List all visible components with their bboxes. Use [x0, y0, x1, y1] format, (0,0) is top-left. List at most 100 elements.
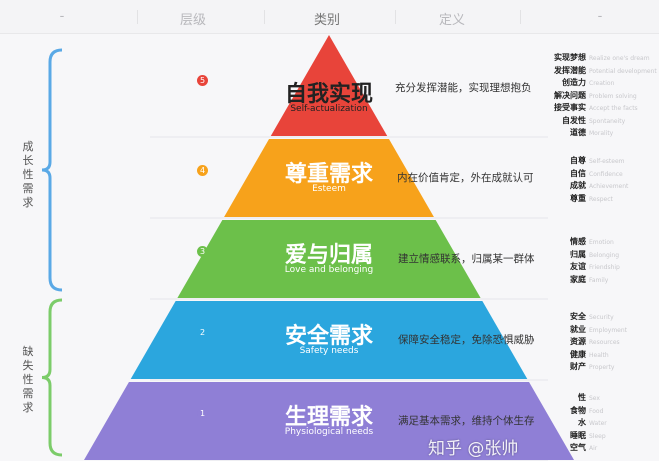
header-right: -: [597, 9, 603, 24]
keyword-en: Achievement: [589, 183, 629, 190]
keyword-cn: 接受事实: [554, 103, 586, 112]
level-title: 生理需求: [284, 405, 374, 430]
group-label: 成长性需求: [22, 140, 34, 209]
pyramid-level-5: [270, 35, 388, 136]
keyword-cn: 友谊: [570, 262, 586, 271]
keyword-cn: 归属: [570, 249, 586, 259]
level-subtitle: Safety needs: [299, 346, 359, 356]
keyword-en: Sleep: [589, 432, 606, 440]
keyword-en: Problem solving: [589, 92, 637, 100]
keyword-en: Friendship: [589, 264, 620, 271]
level-definition: 满足基本需求，维持个体生存: [398, 415, 535, 427]
keyword-en: Creation: [589, 80, 615, 87]
keyword-cn: 性: [578, 393, 586, 403]
keyword-cn: 成就: [570, 181, 586, 190]
keyword-cn: 道德: [570, 128, 586, 137]
keyword-en: Emotion: [589, 239, 614, 246]
level-title: 自我实现: [284, 81, 374, 107]
deficiency-needs-bracket: [41, 298, 63, 457]
pyramid-level-4: [224, 139, 434, 217]
keyword-en: Water: [589, 420, 607, 428]
level-title: 尊重需求: [284, 162, 374, 187]
keyword-en: Employment: [589, 326, 628, 334]
keyword-en: Resources: [589, 339, 620, 347]
keyword-en: Air: [589, 445, 598, 453]
keyword-cn: 就业: [570, 324, 586, 334]
keyword-en: Health: [589, 351, 609, 359]
level-definition: 保障安全稳定，免除恐惧威胁: [398, 334, 535, 346]
keyword-cn: 水: [578, 418, 586, 428]
keyword-cn: 尊重: [570, 193, 586, 203]
keyword-cn: 解决问题: [554, 90, 586, 100]
keyword-cn: 健康: [570, 349, 586, 359]
keyword-cn: 安全: [570, 312, 586, 322]
level-subtitle: Self-actualization: [290, 103, 368, 114]
keyword-cn: 自信: [570, 168, 586, 178]
pyramid-level-2: [130, 301, 528, 379]
level-title: 爱与归属: [284, 243, 374, 268]
header-left: -: [59, 9, 65, 24]
keyword-en: Belonging: [589, 251, 620, 259]
keyword-cn: 自发性: [562, 115, 586, 125]
keyword-cn: 家庭: [570, 274, 586, 284]
level-number-badge: 3: [197, 246, 208, 257]
header-bar: - 层级 类别 定义 -: [0, 0, 659, 34]
level-title: 安全需求: [284, 324, 374, 349]
header-level: 层级: [179, 13, 207, 28]
level-number-badge: 1: [197, 408, 208, 419]
keyword-en: Property: [589, 364, 615, 372]
level-definition: 建立情感联系，归属某一群体: [398, 253, 535, 265]
keyword-en: Sex: [589, 395, 600, 403]
keyword-en: Respect: [589, 195, 613, 203]
keyword-cn: 发挥潜能: [554, 65, 586, 75]
level-definition: 充分发挥潜能，实现理想抱负: [395, 81, 532, 94]
level-number-badge: 4: [197, 165, 208, 176]
keyword-cn: 食物: [570, 405, 586, 415]
keyword-en: Accept the facts: [589, 105, 638, 112]
keyword-en: Realize one's dream: [589, 55, 650, 62]
level-subtitle: Physiological needs: [284, 427, 374, 437]
keyword-cn: 自尊: [570, 156, 586, 165]
keyword-cn: 创造力: [562, 78, 586, 87]
keyword-cn: 资源: [570, 337, 586, 347]
keyword-en: Morality: [589, 130, 614, 137]
header-divider: [264, 10, 265, 24]
keyword-en: Confidence: [589, 170, 623, 178]
header-category: 类别: [313, 13, 341, 28]
header-divider: [137, 10, 138, 24]
pyramid-level-1: [84, 382, 574, 460]
header-divider: [395, 10, 396, 24]
keyword-en: Family: [589, 276, 609, 284]
pyramid-level-3: [177, 220, 481, 298]
keyword-en: Security: [589, 314, 614, 322]
keyword-en: Potential development: [589, 67, 657, 75]
keyword-cn: 空气: [570, 443, 586, 453]
level-subtitle: Esteem: [312, 184, 346, 194]
keyword-cn: 睡眠: [570, 430, 586, 440]
